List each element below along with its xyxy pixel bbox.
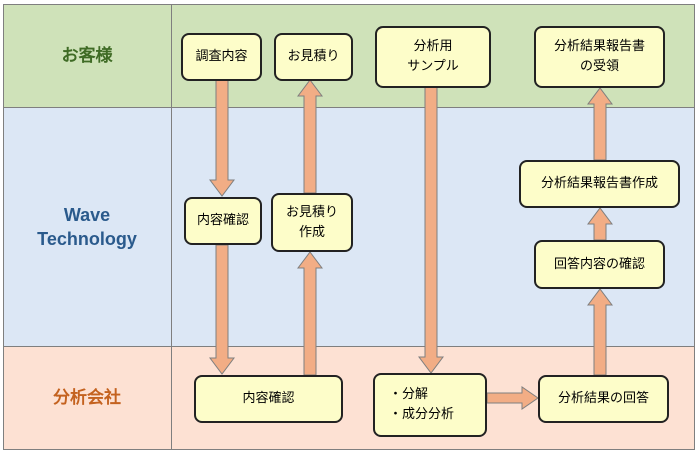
lane-label-wave-technology: Wave Technology <box>37 205 137 249</box>
node-make-report: 分析結果報告書作成 <box>519 160 680 208</box>
node-receive-report: 分析結果報告書 の受領 <box>534 26 665 88</box>
node-survey-content: 調査内容 <box>181 33 262 81</box>
arrow-survey-to-confirm <box>209 79 235 197</box>
arrow-confirm-to-analysis <box>209 244 235 375</box>
node-check-answer: 回答内容の確認 <box>534 240 665 289</box>
lane-label-analysis-company: 分析会社 <box>53 388 121 408</box>
arrow-check-to-make-report <box>587 207 613 241</box>
arrow-make-report-to-receive <box>587 87 613 161</box>
node-decompose-analyze: ・分解 ・成分分析 <box>373 373 487 437</box>
node-quote: お見積り <box>274 33 353 81</box>
node-confirm-content-wave: 内容確認 <box>184 197 262 245</box>
node-confirm-content-analysis: 内容確認 <box>194 375 343 423</box>
arrow-make-quote-to-quote <box>297 79 323 194</box>
arrow-answer-to-check <box>587 288 613 376</box>
lane-label-customer: お客様 <box>61 46 113 66</box>
arrow-decompose-to-answer <box>486 386 539 410</box>
arrow-analysis-to-make-quote <box>297 251 323 376</box>
node-make-quote: お見積り 作成 <box>271 193 353 252</box>
arrow-sample-to-decompose <box>418 86 444 374</box>
node-answer-results: 分析結果の回答 <box>538 375 669 423</box>
lane-divider <box>171 4 172 450</box>
node-analysis-sample: 分析用 サンプル <box>375 26 491 88</box>
